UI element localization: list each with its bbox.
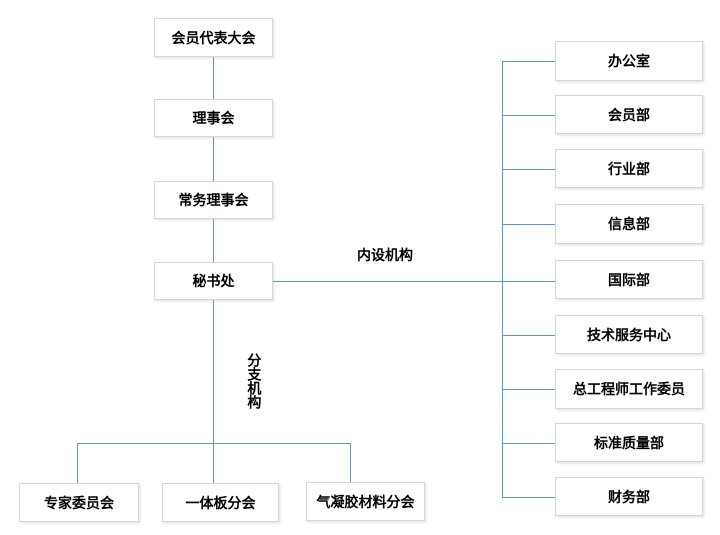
connector-line — [502, 497, 555, 498]
node-chief-engineer-committee: 总工程师工作委员 — [555, 369, 703, 409]
node-information-dept: 信息部 — [555, 204, 703, 244]
connector-line — [273, 281, 555, 282]
connector-line — [502, 61, 555, 62]
node-member-congress: 会员代表大会 — [154, 18, 273, 57]
node-council: 理事会 — [154, 99, 273, 137]
connector-line — [77, 443, 78, 483]
node-standing-council: 常务理事会 — [154, 181, 273, 219]
label-internal-orgs: 内设机构 — [357, 247, 413, 263]
connector-line — [77, 443, 351, 444]
connector-line — [502, 224, 555, 225]
node-membership-dept: 会员部 — [555, 95, 703, 134]
connector-line — [350, 443, 351, 482]
node-international-dept: 国际部 — [555, 260, 703, 299]
node-integrated-panel-branch: 一体板分会 — [162, 483, 279, 522]
node-aerogel-materials-branch: 气凝胶材料分会 — [306, 482, 425, 521]
connector-line — [502, 61, 503, 497]
connector-line — [502, 335, 555, 336]
node-finance-dept: 财务部 — [555, 477, 703, 516]
connector-line — [502, 443, 555, 444]
connector-line — [213, 137, 214, 181]
connector-line — [213, 300, 214, 483]
node-industry-dept: 行业部 — [555, 149, 703, 188]
connector-line — [213, 57, 214, 99]
connector-line — [502, 389, 555, 390]
node-standards-quality-dept: 标准质量部 — [555, 423, 703, 462]
connector-line — [213, 219, 214, 262]
node-office: 办公室 — [555, 41, 703, 81]
node-tech-service-center: 技术服务中心 — [555, 315, 703, 354]
node-secretariat: 秘书处 — [154, 262, 273, 300]
label-branch-orgs: 分支机构 — [246, 353, 263, 409]
node-expert-committee: 专家委员会 — [19, 483, 139, 522]
connector-line — [502, 169, 555, 170]
connector-line — [502, 115, 555, 116]
